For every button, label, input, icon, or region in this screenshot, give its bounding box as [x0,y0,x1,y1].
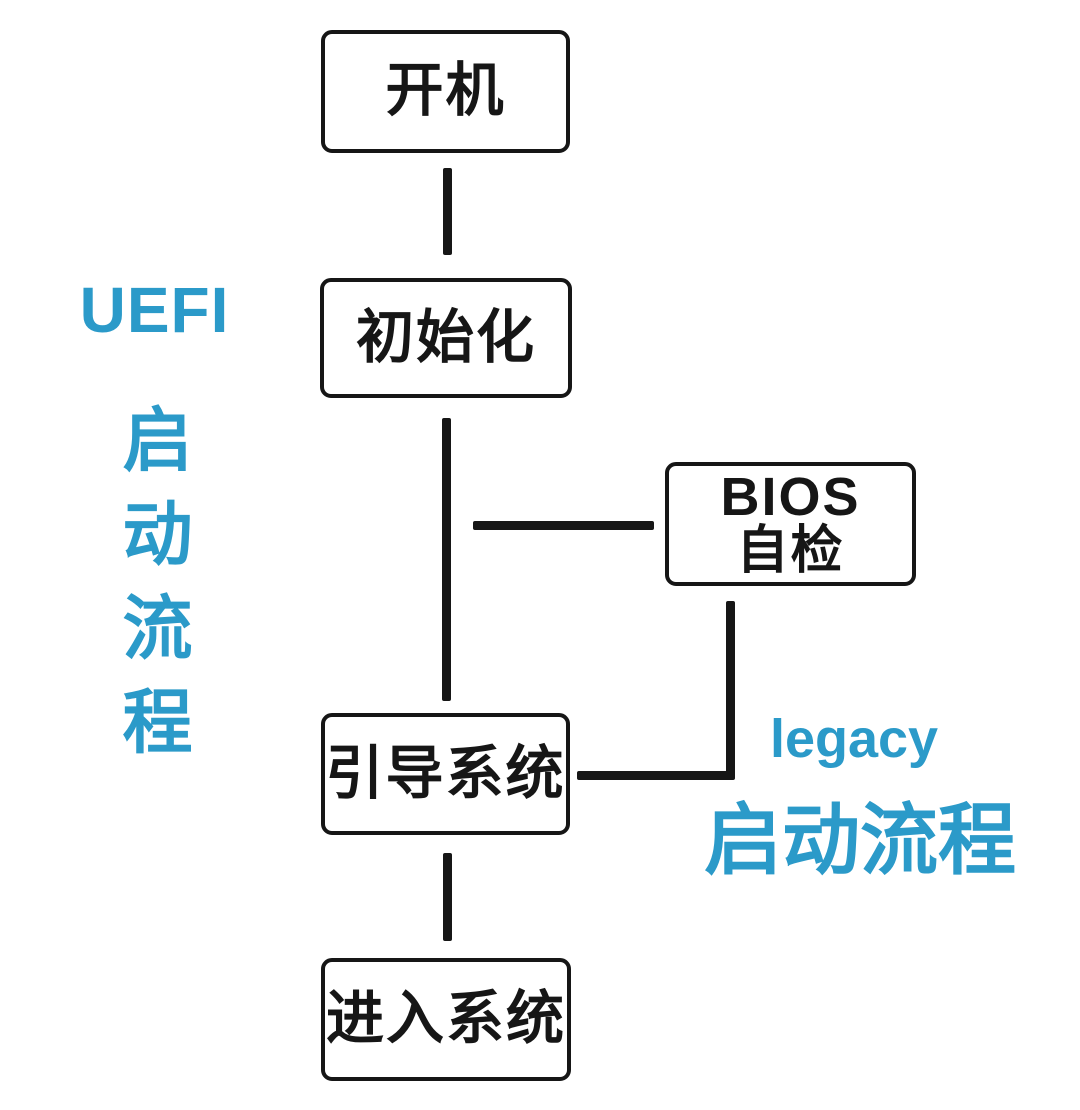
flow-box-enter-system-label: 进入系统 [325,986,566,1052]
flow-box-boot-system: 引导系统 [321,713,570,835]
legacy-flow-subtitle: 启动流程 [704,796,1017,884]
flow-box-enter-system: 进入系统 [321,958,571,1081]
flow-box-bios-label-line1: BIOS [720,466,861,527]
flow-box-boot-system-label: 引导系统 [325,740,566,806]
uefi-flow-title: UEFI [79,274,230,346]
uefi-flow-subtitle-vertical: 启动流程 [113,403,191,779]
flow-box-bios-label-line2: 自检 [736,521,845,580]
flow-box-initialization: 初始化 [320,278,572,398]
connector-init-to-boot-system [442,418,451,701]
legacy-flow-title: legacy [769,709,939,769]
flow-box-initialization-label: 初始化 [355,304,536,370]
connector-bios-down-segment [726,601,735,779]
connector-boot-to-enter-system [443,853,452,941]
flow-box-power-on-label: 开机 [385,58,506,124]
connector-power-on-to-init [443,168,452,255]
connector-bios-to-boot-system [577,771,735,780]
flow-box-power-on: 开机 [321,30,570,153]
connector-init-to-bios [473,521,654,530]
flow-box-bios-self-test: BIOS 自检 [665,462,916,586]
